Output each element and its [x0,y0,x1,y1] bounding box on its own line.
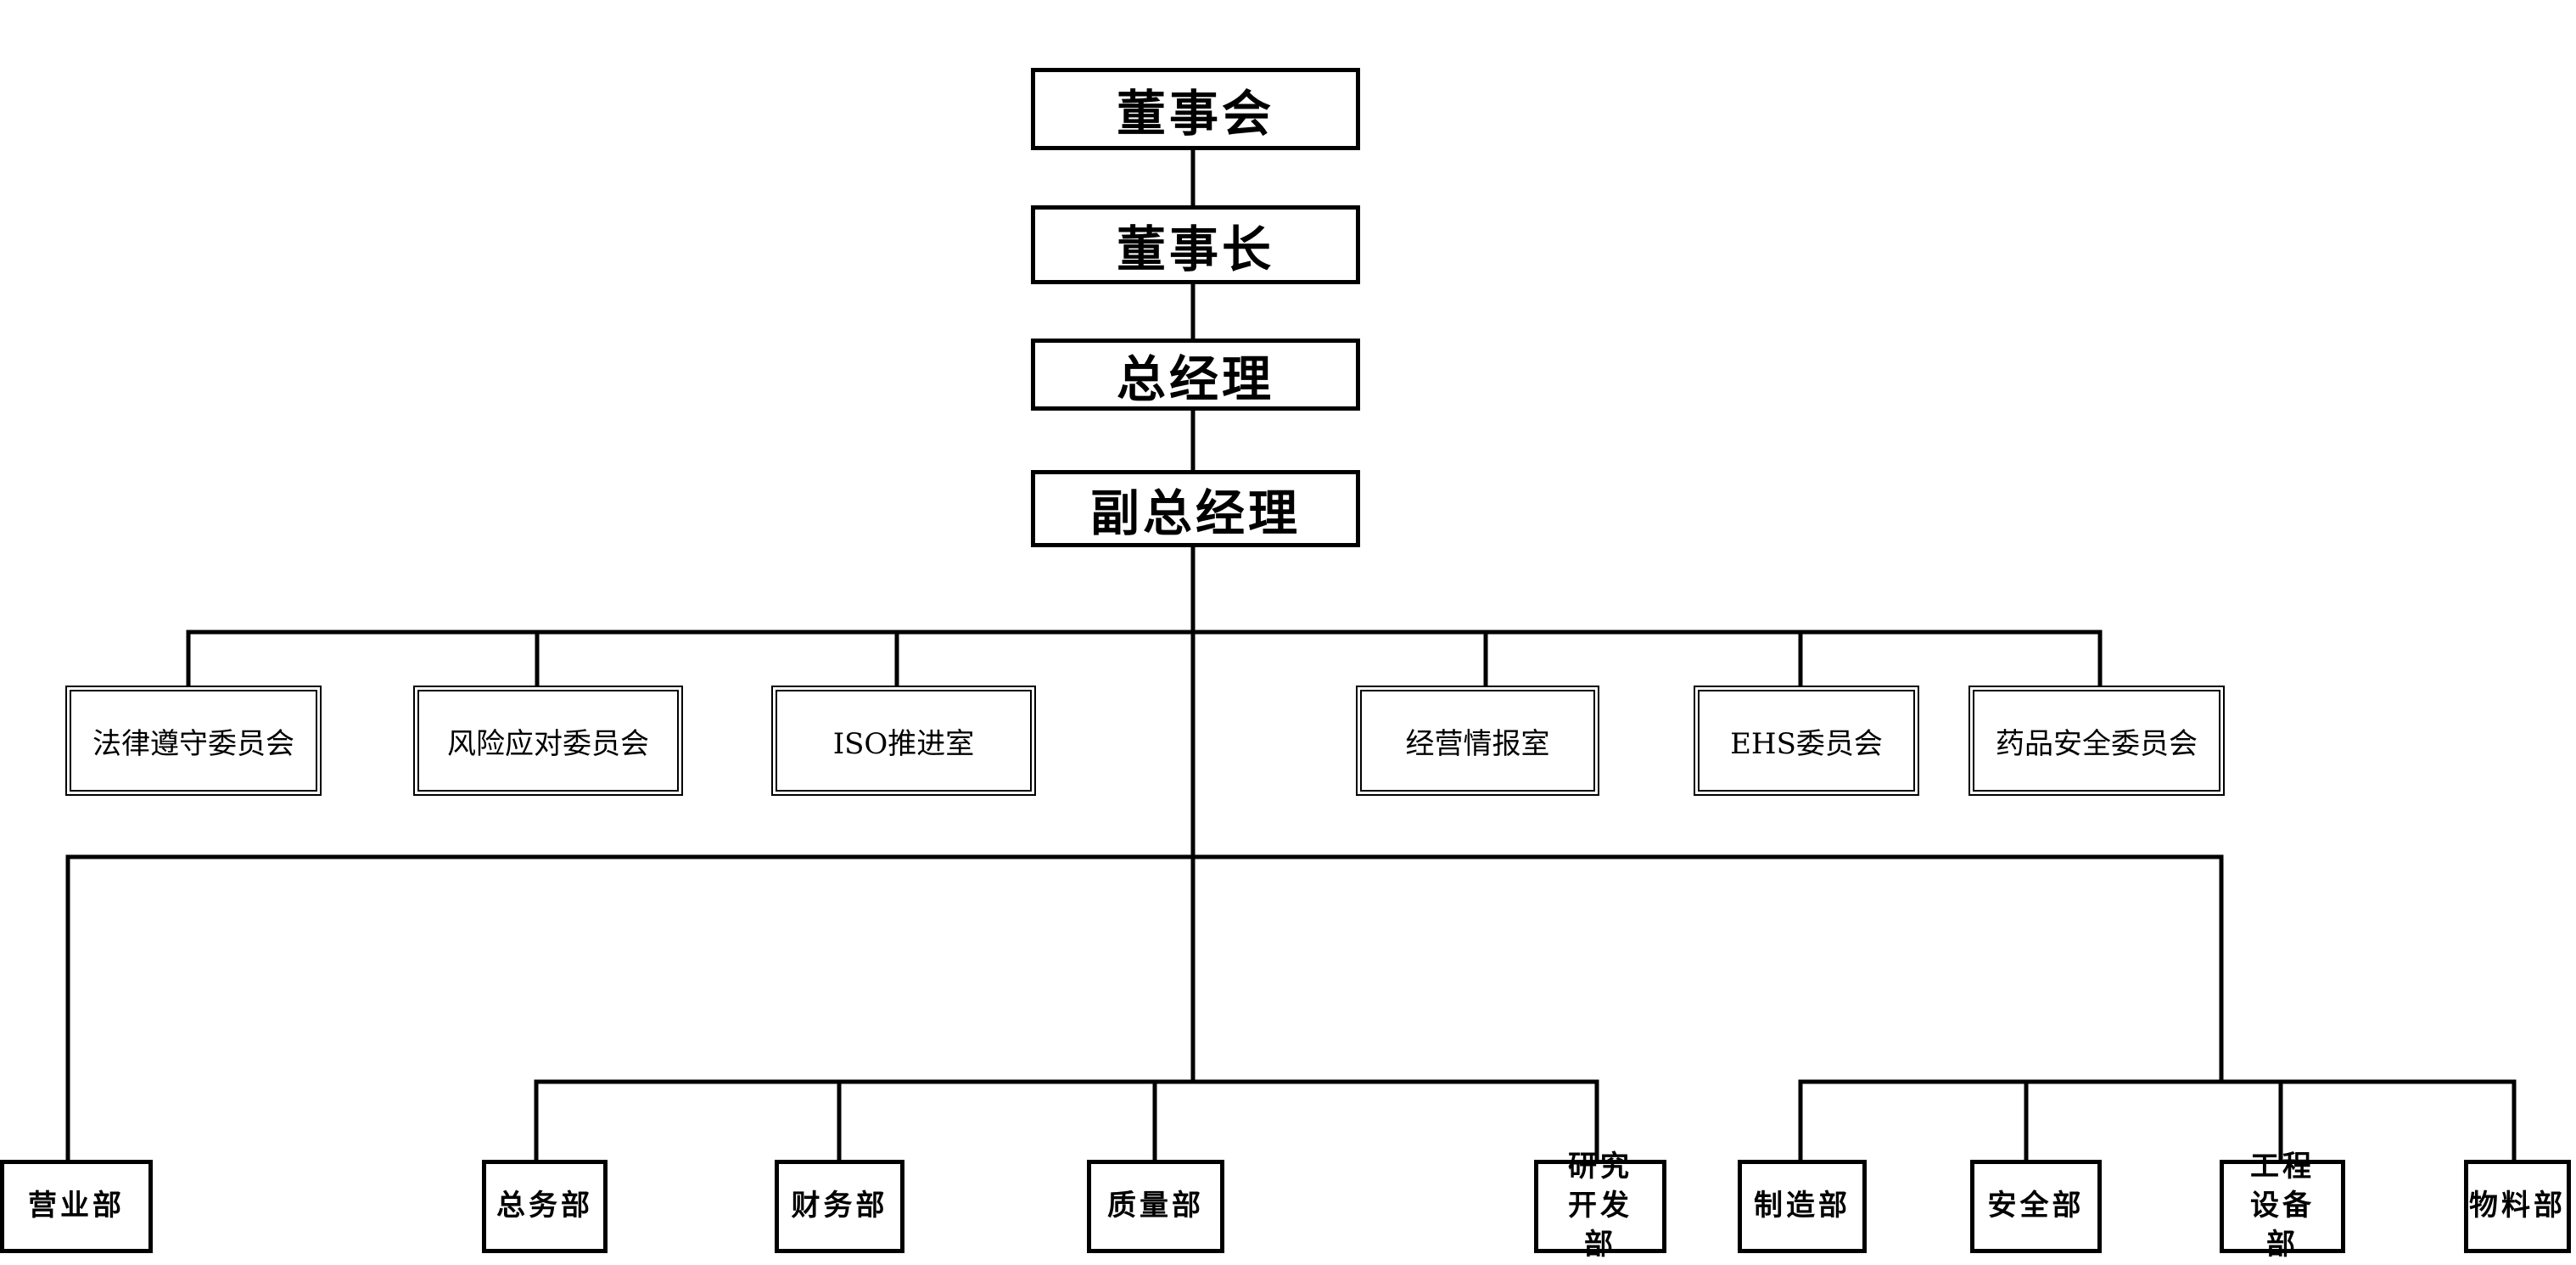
general-manager-box: 总经理 [1031,339,1360,411]
deputy-general-manager-label: 副总经理 [1089,484,1301,542]
dept-materials: 物料部 [2464,1160,2571,1253]
dept-sales: 营业部 [0,1160,153,1253]
chairman-box: 董事长 [1031,205,1360,284]
committee-label: 经营情报室 [1405,726,1550,761]
committee-risk-response: 风险应对委员会 [413,686,683,796]
dept-label: 总务部 [496,1189,593,1223]
dept-quality: 质量部 [1087,1160,1224,1253]
board-label: 董事会 [1116,84,1274,143]
committee-label: 药品安全委员会 [1996,726,2198,761]
committee-ehs: EHS委员会 [1694,686,1919,796]
dept-label: 物料部 [2469,1189,2566,1223]
deputy-general-manager-box: 副总经理 [1031,470,1360,547]
dept-general-affairs: 总务部 [482,1160,608,1253]
dept-safety: 安全部 [1970,1160,2102,1253]
committee-label: 法律遵守委员会 [92,726,294,761]
dept-finance: 财务部 [775,1160,904,1253]
committee-iso-office: ISO推进室 [771,686,1036,796]
dept-label: 研究开发部 [1568,1150,1632,1262]
dept-label: 制造部 [1754,1189,1851,1223]
dept-manufacturing: 制造部 [1738,1160,1867,1253]
dept-label: 质量部 [1107,1189,1204,1223]
chairman-label: 董事长 [1116,220,1274,278]
committee-label: ISO推进室 [832,726,975,761]
dept-label: 安全部 [1987,1189,2085,1223]
committee-label: 风险应对委员会 [447,726,649,761]
board-box: 董事会 [1031,68,1360,150]
dept-engineering-equipment: 工程设备部 [2220,1150,2345,1262]
committee-legal-compliance: 法律遵守委员会 [65,686,322,796]
dept-label: 营业部 [28,1189,125,1223]
committee-business-intelligence: 经营情报室 [1356,686,1599,796]
general-manager-label: 总经理 [1116,350,1274,408]
committee-label: EHS委员会 [1730,726,1883,761]
dept-label: 财务部 [791,1189,888,1223]
committee-drug-safety: 药品安全委员会 [1968,686,2225,796]
dept-rnd: 研究开发部 [1534,1150,1666,1262]
dept-label: 工程设备部 [2250,1150,2315,1262]
